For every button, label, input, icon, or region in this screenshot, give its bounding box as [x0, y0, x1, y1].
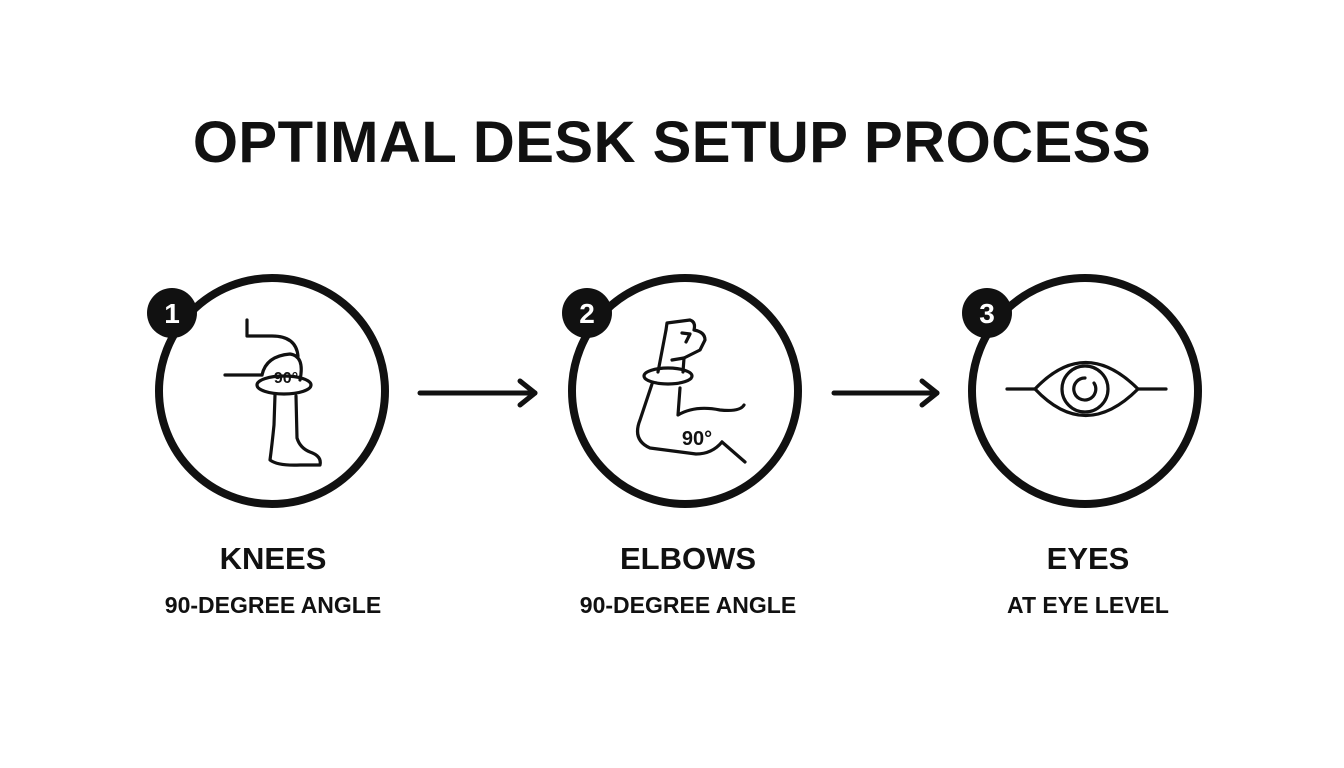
eye-icon: [1005, 360, 1168, 418]
step-2: 2 90°: [562, 274, 802, 508]
step-3-ring: [968, 274, 1202, 508]
arrow-right-icon: [831, 378, 940, 408]
step-2-label: ELBOWS 90-DEGREE ANGLE: [508, 541, 868, 619]
step-number-badge-2: 2: [562, 288, 612, 338]
knee-angle-label: 90°: [274, 370, 298, 387]
step-3-name: EYES: [1046, 541, 1130, 576]
step-1: 1 90°: [147, 274, 389, 508]
step-3-label: EYES AT EYE LEVEL: [908, 541, 1268, 619]
step-number-badge-3: 3: [962, 288, 1012, 338]
step-2-description: 90-DEGREE ANGLE: [579, 592, 797, 618]
page-title: OPTIMAL DESK SETUP PROCESS: [192, 110, 1152, 175]
flexed-arm-icon: [636, 318, 747, 464]
step-number-2: 2: [579, 298, 595, 329]
step-1-ring: [155, 274, 389, 508]
step-1-description: 90-DEGREE ANGLE: [164, 592, 382, 618]
step-3: 3: [962, 274, 1202, 508]
step-number-3: 3: [979, 298, 995, 329]
step-2-ring: [568, 274, 802, 508]
step-3-description: AT EYE LEVEL: [1007, 592, 1169, 618]
step-2-name: ELBOWS: [619, 541, 757, 576]
step-number-badge-1: 1: [147, 288, 197, 338]
step-1-name: KNEES: [219, 541, 327, 576]
step-1-label: KNEES 90-DEGREE ANGLE: [93, 541, 453, 619]
knee-leg-icon: [223, 318, 322, 467]
elbow-angle-label: 90°: [682, 428, 712, 450]
step-number-1: 1: [164, 298, 180, 329]
arrow-right-icon: [417, 378, 538, 408]
